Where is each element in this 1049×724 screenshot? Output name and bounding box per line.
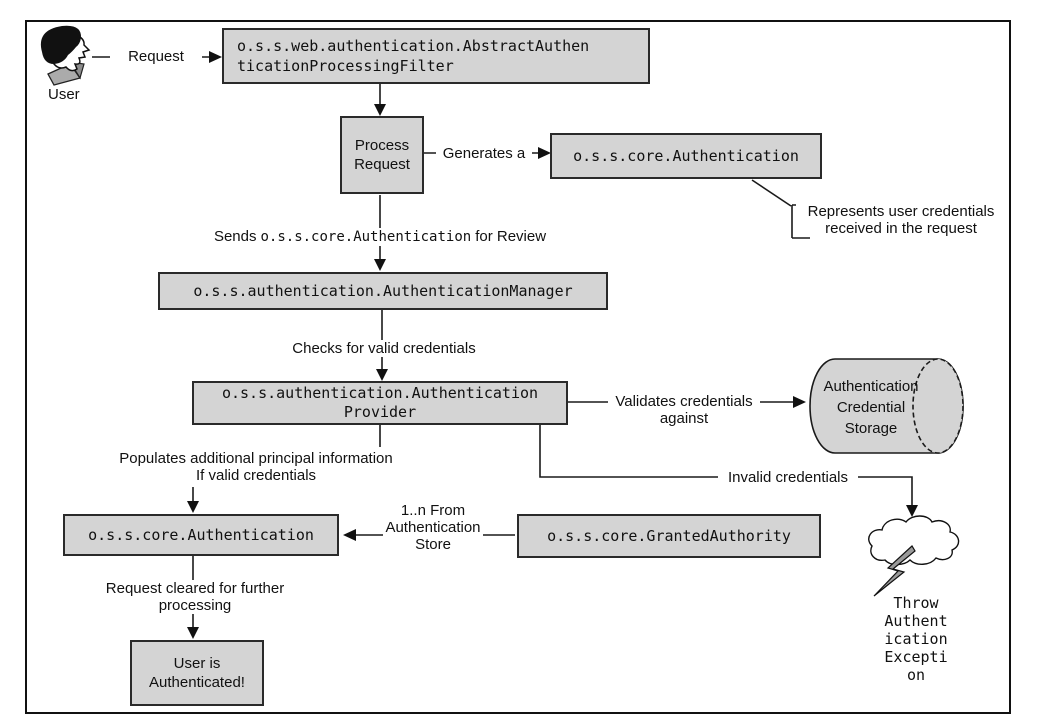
edge-cleared-label: Request cleared for further processing — [95, 580, 295, 614]
edge-from-store-line3: Store — [415, 536, 451, 553]
edge-sends-code: o.s.s.core.Authentication — [260, 229, 472, 245]
node-provider-line1: o.s.s.authentication.Authentication — [221, 384, 539, 402]
exception-line4: Excepti — [884, 648, 948, 666]
exception-line3: ication — [884, 630, 948, 648]
node-filter-line1: o.s.s.web.authentication.AbstractAuthen — [237, 37, 590, 55]
edge-from-store-line2: Authentication — [385, 519, 481, 536]
note-line1: Represents user credentials — [807, 203, 995, 220]
storage-line1: Authentication — [823, 378, 919, 395]
edge-checks-label: Checks for valid credentials — [288, 340, 480, 357]
exception-line2: Authent — [884, 612, 948, 630]
node-authentication-top: o.s.s.core.Authentication — [550, 133, 822, 179]
user-label: User — [48, 86, 80, 103]
node-manager-label: o.s.s.authentication.AuthenticationManag… — [193, 282, 573, 300]
node-provider-line2: Provider — [343, 403, 417, 421]
node-granted-authority-label: o.s.s.core.GrantedAuthority — [547, 527, 791, 545]
node-authentication-result-label: o.s.s.core.Authentication — [88, 526, 314, 544]
edge-cleared-line2: processing — [158, 597, 232, 614]
edge-populates-line2: If valid credentials — [195, 467, 317, 484]
node-granted-authority: o.s.s.core.GrantedAuthority — [517, 514, 821, 558]
note-represents-credentials: Represents user credentials received in … — [796, 203, 1006, 237]
node-abstract-authentication-processing-filter: o.s.s.web.authentication.AbstractAuthen … — [222, 28, 650, 84]
node-credential-storage-label: Authentication Credential Storage — [812, 376, 930, 439]
node-authentication-manager: o.s.s.authentication.AuthenticationManag… — [158, 272, 608, 310]
node-authentication-top-label: o.s.s.core.Authentication — [573, 147, 799, 165]
throw-authentication-exception-label: Throw Authent ication Excepti on — [876, 594, 956, 684]
storage-line2: Credential — [836, 399, 906, 416]
edge-populates-line1: Populates additional principal informati… — [119, 450, 393, 467]
edge-validates-line1: Validates credentials — [615, 393, 753, 410]
node-process-request: Process Request — [340, 116, 424, 194]
note-line2: received in the request — [825, 220, 977, 237]
edge-invalid-credentials-label: Invalid credentials — [718, 469, 858, 486]
node-process-line1: Process — [354, 137, 410, 154]
node-process-line2: Request — [354, 156, 410, 173]
storage-line3: Storage — [844, 420, 898, 437]
edge-validates-line2: against — [659, 410, 709, 427]
exception-line5: on — [906, 666, 926, 684]
edge-generates-label: Generates a — [436, 145, 532, 162]
edge-validates-label: Validates credentials against — [608, 393, 760, 427]
node-authenticated-line1: User is — [173, 655, 221, 672]
node-authentication-result: o.s.s.core.Authentication — [63, 514, 339, 556]
node-filter-line2: ticationProcessingFilter — [237, 57, 454, 75]
exception-line1: Throw — [893, 594, 939, 612]
edge-from-store-line1: 1..n From — [400, 502, 466, 519]
node-authentication-provider: o.s.s.authentication.Authentication Prov… — [192, 381, 568, 425]
edge-from-store-label: 1..n From Authentication Store — [383, 502, 483, 553]
edge-sends-suffix: for Review — [475, 228, 547, 245]
edge-cleared-line1: Request cleared for further — [105, 580, 285, 597]
node-authenticated-line2: Authenticated! — [149, 674, 245, 691]
edge-populates-label: Populates additional principal informati… — [95, 450, 417, 484]
edge-request-label: Request — [110, 48, 202, 65]
edge-sends-prefix: Sends — [213, 228, 257, 245]
node-user-authenticated: User is Authenticated! — [130, 640, 264, 706]
